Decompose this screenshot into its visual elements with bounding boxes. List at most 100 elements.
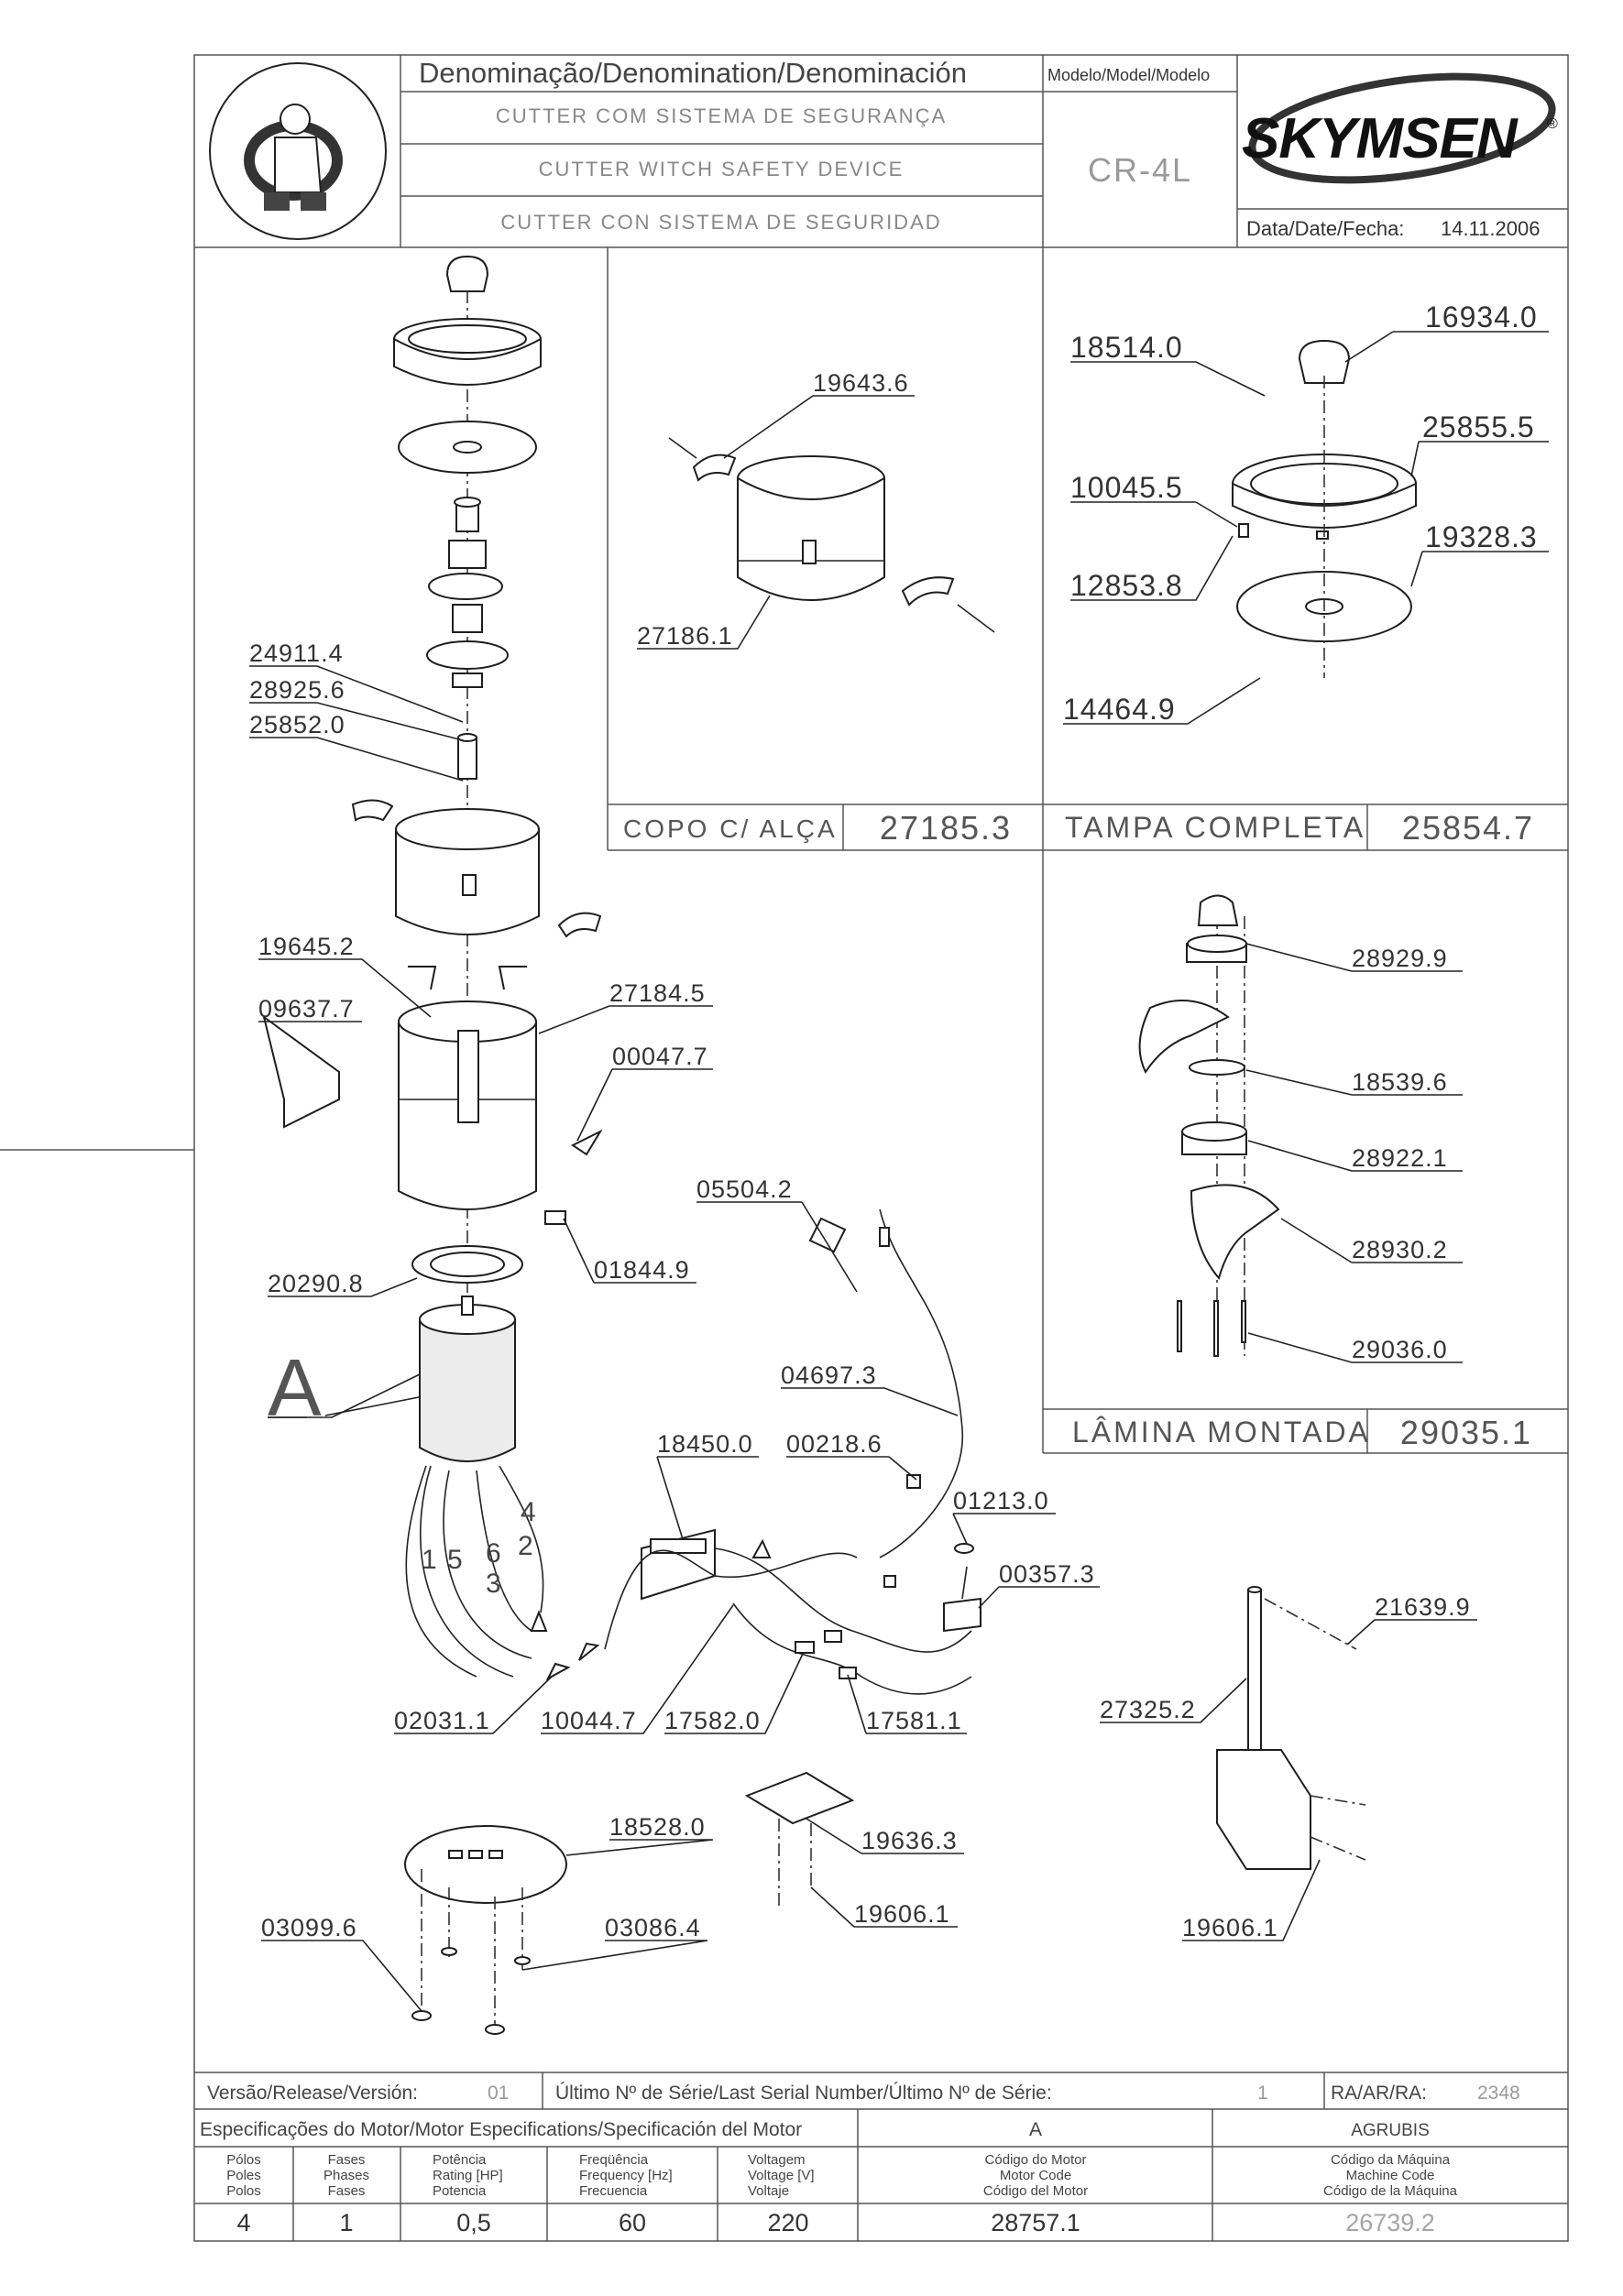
- callout-18528-0: 18528.0: [609, 1813, 706, 1841]
- section-tampa-code: 25854.7: [1402, 809, 1534, 847]
- callout-28930-2: 28930.2: [1352, 1236, 1448, 1263]
- section-lamina-label: LÂMINA MONTADA: [1072, 1416, 1371, 1449]
- version-label: Versão/Release/Versión:: [207, 2083, 418, 2104]
- callout-00357-3: 00357.3: [999, 1560, 1095, 1588]
- callout-00047-7: 00047.7: [612, 1043, 708, 1070]
- serial-label: Último Nº de Série/Last Serial Number/Úl…: [555, 2083, 1052, 2104]
- wire-number-1: 1: [422, 1545, 437, 1575]
- col-phases-value: 1: [339, 2209, 353, 2236]
- col-machine-code-l2: Machine Code: [1346, 2168, 1435, 2183]
- footer-table: Versão/Release/Versión: 01 Último Nº de …: [200, 2083, 1520, 2236]
- callout-01844-9: 01844.9: [594, 1256, 690, 1284]
- col-frequency-l2: Frequency [Hz]: [579, 2168, 673, 2183]
- tampa-drawing: [1232, 339, 1417, 678]
- callout-19645-2: 19645.2: [258, 933, 355, 960]
- version-value: 01: [488, 2083, 509, 2104]
- drawing-frame: [0, 54, 1569, 2242]
- callout-03099-6: 03099.6: [261, 1914, 357, 1941]
- wire-number-6: 6: [486, 1538, 501, 1569]
- wire-number-2: 2: [518, 1531, 533, 1561]
- callout-20290-8: 20290.8: [268, 1270, 364, 1297]
- callout-09637-7: 09637.7: [258, 995, 355, 1022]
- col-motor-code-l3: Código del Motor: [983, 2183, 1088, 2199]
- callout-18450-0: 18450.0: [657, 1430, 753, 1458]
- callout-19606-1-stand: 19606.1: [1182, 1914, 1278, 1941]
- col-phases-l3: Fases: [328, 2183, 366, 2199]
- callout-18539-6: 18539.6: [1352, 1068, 1448, 1096]
- copo-drawing: [668, 437, 995, 633]
- section-copo-code: 27185.3: [880, 809, 1012, 847]
- callout-19328-3: 19328.3: [1425, 520, 1538, 553]
- model-label: Modelo/Model/Modelo: [1047, 66, 1210, 84]
- serial-value: 1: [1257, 2083, 1268, 2104]
- callout-01213-0: 01213.0: [953, 1487, 1049, 1514]
- callout-27186-1: 27186.1: [637, 622, 733, 650]
- callout-10045-5: 10045.5: [1070, 471, 1183, 504]
- callout-19643-6: 19643.6: [813, 369, 909, 397]
- wire-number-4: 4: [521, 1497, 536, 1527]
- col-phases-l2: Phases: [324, 2168, 369, 2183]
- callout-25855-5: 25855.5: [1422, 410, 1535, 443]
- brand-logo: SKYMSEN ®: [1242, 72, 1558, 184]
- wire-number-3: 3: [486, 1569, 501, 1599]
- callout-17581-1: 17581.1: [866, 1707, 962, 1734]
- col-motor-code-l2: Motor Code: [1000, 2168, 1071, 2183]
- brand-registered-mark: ®: [1547, 116, 1558, 132]
- callout-10044-7: 10044.7: [541, 1707, 637, 1734]
- main-assembly: [262, 255, 1366, 2035]
- wire-number-5: 5: [447, 1545, 463, 1575]
- ra-value: 2348: [1477, 2083, 1520, 2104]
- callout-02031-1: 02031.1: [394, 1707, 490, 1734]
- motor-letter: A: [1029, 2119, 1042, 2140]
- callout-05504-2: 05504.2: [696, 1175, 793, 1203]
- product-name-pt: CUTTER COM SISTEMA DE SEGURANÇA: [496, 104, 947, 127]
- callout-03086-4: 03086.4: [605, 1914, 701, 1941]
- callout-18514-0: 18514.0: [1070, 331, 1183, 364]
- ra-label: RA/AR/RA:: [1331, 2083, 1427, 2104]
- callout-17582-0: 17582.0: [664, 1707, 761, 1734]
- product-name-en: CUTTER WITCH SAFETY DEVICE: [539, 158, 905, 180]
- callout-19606-1-bracket: 19606.1: [854, 1900, 950, 1928]
- callout-21639-9: 21639.9: [1375, 1593, 1471, 1621]
- callout-00218-6: 00218.6: [786, 1430, 883, 1458]
- product-name-es: CUTTER CON SISTEMA DE SEGURIDAD: [500, 211, 941, 234]
- callout-24911-4: 24911.4: [249, 640, 344, 667]
- model-value: CR-4L: [1088, 151, 1192, 189]
- col-voltage-value: 220: [767, 2209, 808, 2236]
- date-label: Data/Date/Fecha:: [1246, 217, 1404, 240]
- col-machine-code-l3: Código de la Máquina: [1323, 2183, 1458, 2199]
- callout-labels: 24911.4 28925.6 25852.0 19645.2 09637.7 …: [249, 301, 1538, 1941]
- callout-16934-0: 16934.0: [1425, 301, 1538, 333]
- col-phases-l1: Fases: [328, 2152, 366, 2168]
- date-value: 14.11.2006: [1441, 217, 1540, 240]
- motor-letter-label: A: [268, 1342, 322, 1433]
- callout-28929-9: 28929.9: [1352, 945, 1448, 972]
- col-motor-code-value: 28757.1: [991, 2209, 1080, 2236]
- denomination-label: Denominação/Denomination/Denominación: [419, 57, 967, 89]
- col-poles-l2: Poles: [226, 2168, 261, 2183]
- col-frequency-l1: Freqüência: [579, 2152, 649, 2168]
- col-motor-code-l1: Código do Motor: [985, 2152, 1087, 2168]
- lamina-drawing: [1138, 894, 1280, 1357]
- callout-25852-0: 25852.0: [249, 711, 345, 738]
- callout-leaders: [249, 331, 1549, 2012]
- col-voltage-l3: Voltaje: [748, 2183, 789, 2199]
- callout-19636-3: 19636.3: [861, 1827, 958, 1854]
- callout-12853-8: 12853.8: [1070, 569, 1183, 602]
- col-rating-value: 0,5: [456, 2209, 491, 2236]
- callout-29036-0: 29036.0: [1352, 1336, 1448, 1363]
- brand-name: SKYMSEN: [1242, 107, 1519, 170]
- section-lamina-code: 29035.1: [1400, 1414, 1532, 1451]
- col-frequency-value: 60: [619, 2209, 646, 2236]
- col-poles-l3: Polos: [226, 2183, 261, 2199]
- callout-28925-6: 28925.6: [249, 676, 345, 704]
- col-rating-l3: Potencia: [433, 2183, 487, 2199]
- motor-spec-label: Especificações do Motor/Motor Especifica…: [200, 2119, 802, 2140]
- col-machine-code-l1: Código da Máquina: [1331, 2152, 1451, 2168]
- callout-27325-2: 27325.2: [1100, 1696, 1196, 1723]
- col-rating-l1: Potência: [433, 2152, 487, 2168]
- col-poles-value: 4: [236, 2209, 250, 2236]
- col-rating-l2: Rating [HP]: [433, 2168, 503, 2183]
- callout-28922-1: 28922.1: [1352, 1144, 1448, 1172]
